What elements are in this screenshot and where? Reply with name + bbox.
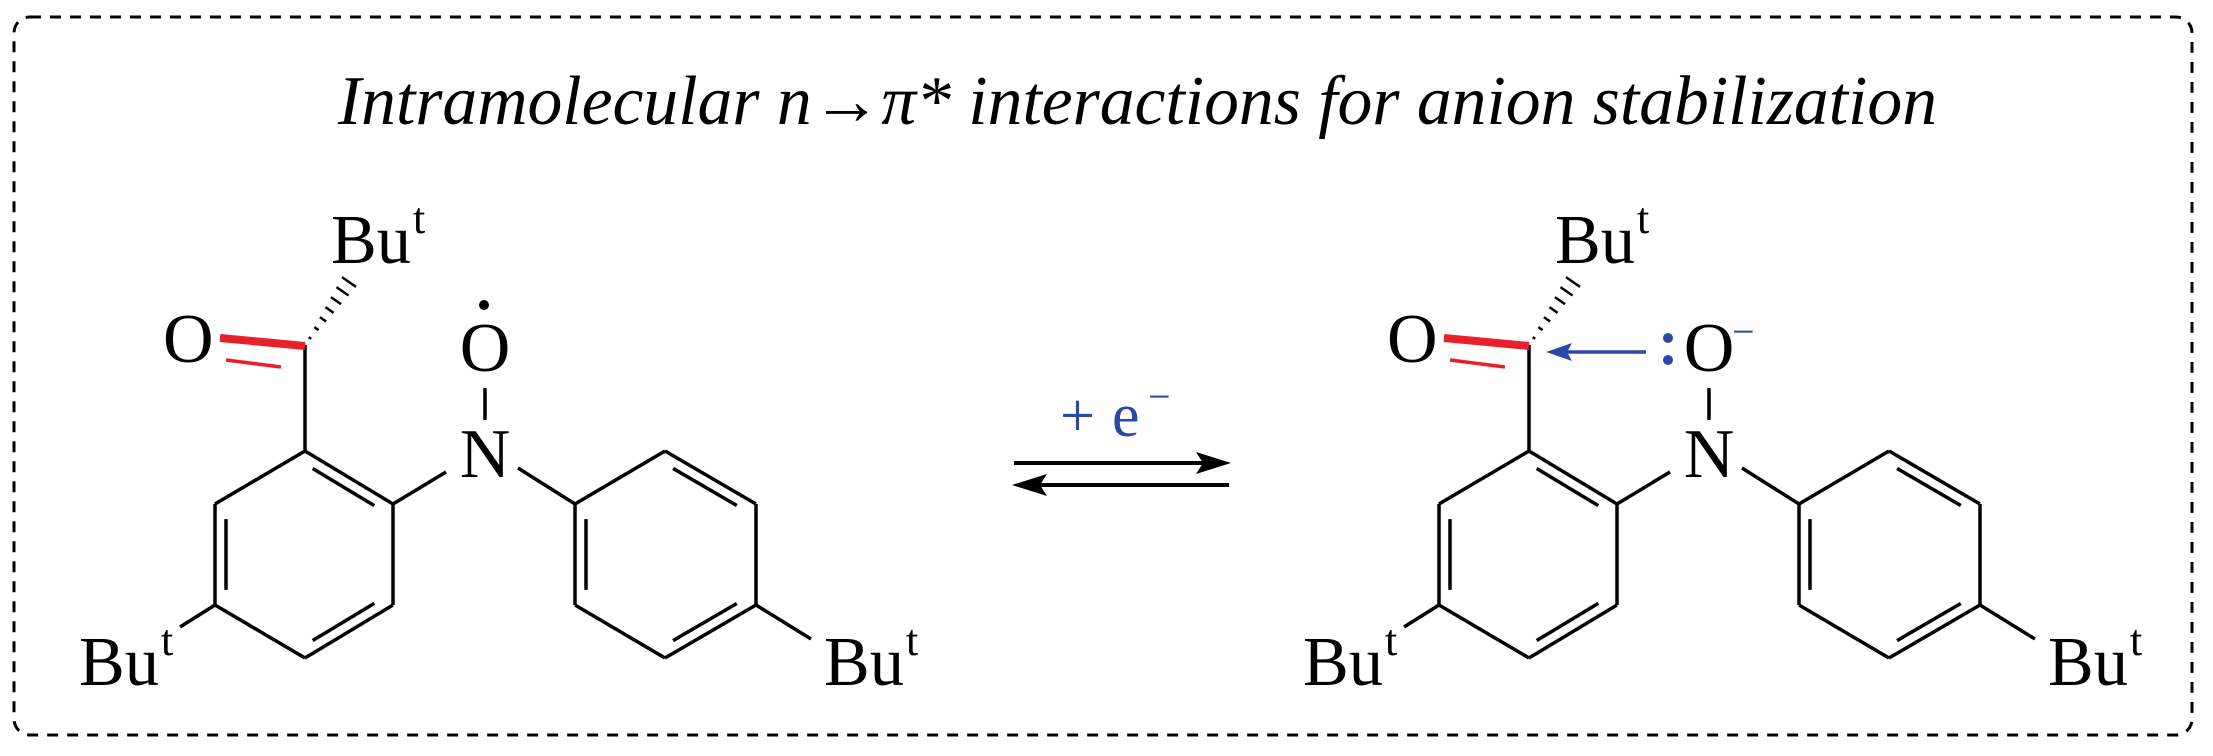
aryl-ring-b-bond: [664, 603, 757, 660]
ring-nitrogen-bond: [1616, 470, 1671, 506]
aryl-ring-a-bond: [304, 603, 394, 660]
radical-dot: [479, 300, 489, 310]
aryl-ring-a-bond: [1528, 603, 1618, 660]
hashed-wedge-bond: [1537, 326, 1544, 332]
oxygen-label: O: [1684, 310, 1735, 387]
tbu-bond-left: [1403, 603, 1440, 629]
aryl-ring-b-bond: [664, 449, 757, 506]
hashed-wedge-bond: [1559, 286, 1574, 297]
aryl-ring-a-bond: [214, 449, 306, 506]
hashed-wedge-bond: [319, 316, 327, 323]
aryl-ring-a-double-bond: [311, 466, 376, 508]
hashed-wedge-bond: [341, 276, 357, 288]
carbonyl-double-bond: [219, 334, 306, 350]
oxygen-charge-label: −: [1732, 309, 1755, 354]
tbu-label-top: But: [331, 194, 425, 279]
hashed-wedge-bond: [324, 306, 335, 314]
carbonyl-double-bond: [1443, 334, 1530, 350]
lone-pair-dot: [1663, 355, 1673, 365]
hashed-wedge-bond: [308, 336, 312, 340]
forward-arrowhead: [1196, 452, 1231, 474]
title: Intramolecular n→π* interactions for ani…: [337, 63, 1937, 140]
aryl-ring-b-bond: [1888, 449, 1981, 506]
aryl-ring-b-bond: [574, 449, 666, 506]
tbu-label-right: But: [824, 616, 918, 701]
hashed-wedge-bond: [330, 296, 342, 306]
aryl-ring-a-double-bond: [1535, 601, 1600, 643]
oxygen-label: O: [460, 310, 511, 387]
tbu-label-top: But: [1555, 194, 1649, 279]
tbu-label-right: But: [2048, 616, 2142, 701]
hashed-wedge-bond: [1554, 296, 1566, 306]
n-to-pi-star-arrowhead: [1546, 343, 1572, 361]
reagent-label: + e −: [1060, 374, 1171, 450]
tbu-label-left: But: [1303, 616, 1397, 701]
hashed-wedge-bond: [1548, 306, 1559, 314]
equilibrium-arrows: + e −: [1012, 374, 1231, 496]
aryl-ring-a-bond: [1528, 449, 1618, 506]
carbonyl-oxygen-label: O: [163, 301, 214, 378]
nitrogen-ring-bond: [1741, 466, 1800, 506]
aryl-ring-b-double-bond: [672, 601, 738, 643]
aryl-ring-a-bond: [1438, 603, 1530, 660]
aryl-ring-b-double-bond: [672, 466, 738, 508]
aryl-ring-a-double-bond: [311, 601, 376, 643]
nitrogen-label: N: [460, 416, 511, 493]
hashed-wedge-bond: [1532, 336, 1536, 340]
aryl-ring-b-bond: [574, 603, 666, 660]
aryl-ring-b-double-bond: [1896, 466, 1962, 508]
carbonyl-second-bond: [1449, 358, 1506, 369]
tbu-label-left: But: [79, 616, 173, 701]
hashed-wedge-bond: [313, 326, 320, 332]
ring-nitrogen-bond: [392, 470, 447, 506]
aryl-ring-b-bond: [1798, 449, 1890, 506]
reverse-arrowhead: [1012, 474, 1047, 496]
aryl-ring-a-bond: [1438, 449, 1530, 506]
aryl-ring-a-bond: [304, 449, 394, 506]
carbonyl-second-bond: [225, 358, 282, 369]
lone-pair-dot: [1663, 333, 1673, 343]
aryl-ring-b-bond: [1888, 603, 1981, 660]
aryl-ring-b-bond: [1798, 603, 1890, 660]
hashed-wedge-bond: [1565, 276, 1581, 288]
tbu-bond-right: [755, 603, 812, 641]
carbonyl-oxygen-label: O: [1387, 301, 1438, 378]
tbu-bond-right: [1979, 603, 2036, 641]
tbu-bond-left: [179, 603, 216, 629]
hashed-wedge-bond: [335, 286, 350, 297]
aryl-ring-a-double-bond: [1535, 466, 1600, 508]
nitrogen-ring-bond: [517, 466, 576, 506]
nitrogen-label: N: [1684, 416, 1735, 493]
aryl-ring-b-double-bond: [1896, 601, 1962, 643]
aryl-ring-a-bond: [214, 603, 306, 660]
hashed-wedge-bond: [1543, 316, 1551, 323]
